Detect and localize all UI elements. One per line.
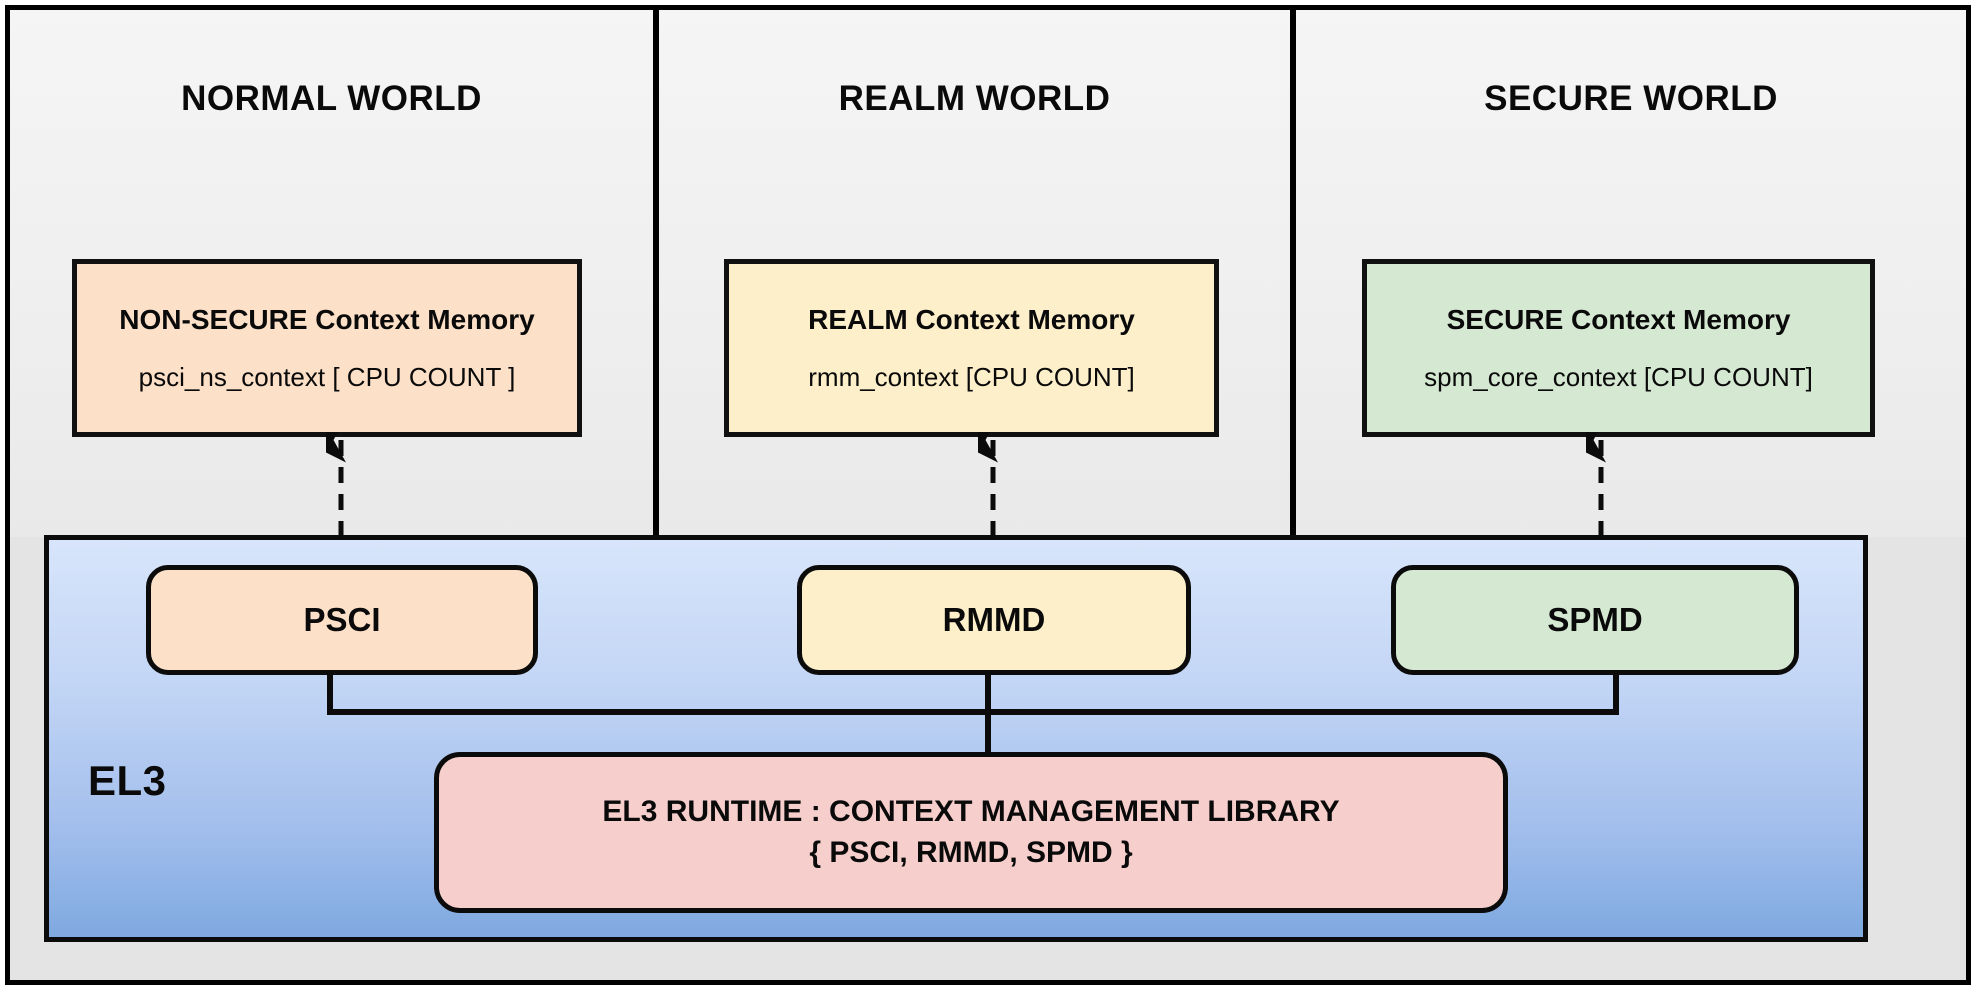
world-divider-realm-secure <box>1290 10 1296 537</box>
world-title-secure: SECURE WORLD <box>1484 79 1778 118</box>
connector-rmmd-vertical <box>985 675 991 715</box>
module-box-rmmd[interactable]: RMMD <box>797 565 1191 675</box>
el3-runtime-line-1: EL3 RUNTIME : CONTEXT MANAGEMENT LIBRARY <box>602 795 1340 828</box>
world-divider-normal-realm <box>653 10 659 537</box>
el3-runtime-line-2: { PSCI, RMMD, SPMD } <box>809 835 1133 869</box>
bidirectional-arrow-icon-secure <box>1586 432 1616 572</box>
module-box-spmd[interactable]: SPMD <box>1391 565 1799 675</box>
context-memory-heading-secure: SECURE Context Memory <box>1446 303 1791 335</box>
el3-panel-label: EL3 <box>88 757 167 804</box>
module-box-psci[interactable]: PSCI <box>146 565 538 675</box>
world-title-normal: NORMAL WORLD <box>181 79 482 118</box>
context-memory-heading-non-secure: NON-SECURE Context Memory <box>119 303 535 335</box>
bidirectional-arrow-icon-realm <box>978 432 1008 572</box>
context-memory-detail-non-secure: psci_ns_context [ CPU COUNT ] <box>138 361 516 392</box>
context-memory-heading-realm: REALM Context Memory <box>808 303 1135 335</box>
el3-runtime-box[interactable]: EL3 RUNTIME : CONTEXT MANAGEMENT LIBRARY… <box>434 752 1508 913</box>
context-memory-detail-secure: spm_core_context [CPU COUNT] <box>1424 361 1813 392</box>
world-title-realm: REALM WORLD <box>838 79 1111 118</box>
connector-bus-horizontal <box>327 709 1619 715</box>
connector-psci-vertical <box>327 675 333 715</box>
bidirectional-arrow-icon-non-secure <box>326 432 356 572</box>
connector-spmd-vertical <box>1613 675 1619 715</box>
context-memory-box-secure: SECURE Context Memory spm_core_context [… <box>1362 259 1875 437</box>
context-memory-detail-realm: rmm_context [CPU COUNT] <box>808 361 1135 392</box>
context-memory-box-non-secure: NON-SECURE Context Memory psci_ns_contex… <box>72 259 582 437</box>
connector-runtime-stem <box>985 709 991 756</box>
module-label-psci: PSCI <box>303 601 381 638</box>
context-memory-box-realm: REALM Context Memory rmm_context [CPU CO… <box>724 259 1219 437</box>
module-label-spmd: SPMD <box>1547 601 1643 638</box>
module-label-rmmd: RMMD <box>942 601 1046 638</box>
